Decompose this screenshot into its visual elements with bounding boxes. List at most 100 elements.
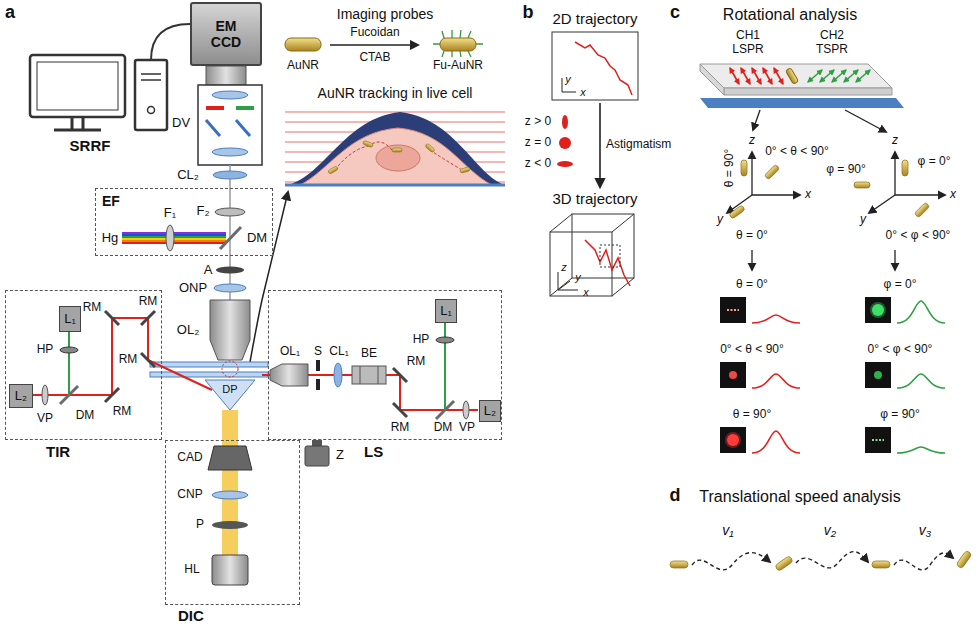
angle-label: φ = 90° [880, 408, 920, 422]
rotation-illustration [729, 205, 745, 219]
angle-label: 0° < φ < 90° [886, 229, 951, 243]
trajectory-plot [557, 161, 573, 167]
translation-illustration [894, 553, 953, 570]
part-label: HP [413, 333, 430, 347]
depth-label: z > 0 [525, 115, 551, 129]
rotation-illustration [894, 250, 895, 270]
speed-label: v₂ [824, 522, 836, 538]
trajectory-plot [572, 214, 634, 278]
dic-illumination [212, 555, 248, 585]
part-label: CNP [177, 488, 202, 502]
scattering-images [897, 447, 945, 453]
live-cell-illustration [300, 128, 492, 185]
axis-label: y [717, 213, 723, 227]
scattering-images [752, 374, 800, 388]
tir-beam-path [68, 331, 70, 395]
scattering-images [865, 297, 891, 323]
part-label: L₁ [440, 304, 452, 319]
scattering-images [725, 432, 741, 448]
dic-illumination [212, 521, 248, 529]
depth-label: z < 0 [525, 157, 551, 171]
panel-letter: d [670, 485, 681, 506]
axis-label: y [565, 73, 571, 86]
part-label: L₁ [64, 312, 76, 327]
panel-letter: a [5, 2, 15, 23]
axis-label: y [575, 271, 581, 284]
part-label: RM [113, 405, 132, 419]
laser-box: L₁ [59, 306, 81, 332]
part-label: CAD [177, 451, 202, 465]
part-label: L₂ [15, 389, 27, 404]
microscope-optics [212, 148, 248, 156]
microscope-optics [205, 380, 255, 410]
part-label: VP [37, 412, 53, 426]
scattering-images [865, 427, 891, 453]
angle-label: θ = 0° [736, 278, 768, 292]
light-sheet-beam-path [360, 366, 378, 384]
microscope-optics [222, 361, 238, 377]
tir-beam-path [105, 388, 119, 402]
laser-box: L₂ [9, 384, 33, 408]
rotation-illustration [785, 68, 798, 85]
translation-illustration [796, 552, 868, 568]
plot-panel: 2D trajectory [546, 10, 644, 102]
tir-beam-path [60, 347, 78, 353]
microscope-optics [198, 85, 262, 165]
scattering-images [872, 304, 884, 316]
light-sheet-beam-path [393, 368, 407, 382]
part-label: A [204, 263, 213, 278]
module-label: EF [102, 193, 120, 209]
rotation-illustration [832, 70, 846, 82]
panel-letter: c [670, 2, 680, 23]
rotation-illustration [774, 68, 783, 84]
dic-illumination [208, 446, 252, 470]
computer-icon [30, 55, 125, 117]
axis-label: x [580, 86, 586, 99]
part-label: RM [119, 353, 138, 367]
light-sheet-beam-path [312, 440, 322, 446]
part-label: DP [222, 383, 237, 396]
rotation-illustration [700, 64, 892, 88]
reagent-label: Fucoidan [350, 26, 399, 40]
rotation-illustration [729, 160, 930, 219]
rotation-illustration [753, 110, 760, 130]
axis-label: x [950, 188, 956, 202]
rotation-illustration [764, 164, 780, 180]
translation-illustration [956, 550, 972, 569]
part-label: ONP [179, 281, 207, 296]
part-label: CL₁ [329, 345, 348, 359]
angle-label: 0° < θ < 90° [765, 145, 829, 159]
probe-illustration [433, 30, 483, 57]
part-label: RM [139, 295, 158, 309]
light-sheet-beam-path [262, 322, 478, 466]
computer-icon [54, 117, 101, 130]
trajectory-plot [600, 245, 620, 267]
translation-illustration [692, 552, 953, 570]
edge-label: Astigmatism [606, 138, 671, 152]
part-label: DM [434, 421, 453, 435]
scattering-images [865, 362, 891, 388]
microscope-optics [220, 227, 241, 249]
plot-title: 3D trajectory [552, 190, 637, 207]
tir-beam-path [112, 318, 212, 395]
trajectory-plot [550, 32, 638, 296]
microscope-optics [206, 106, 224, 110]
part-label: F₁ [164, 206, 176, 221]
laser-box: L₂ [479, 400, 501, 422]
light-sheet-beam-path [270, 364, 308, 386]
scattering-images [872, 439, 884, 441]
rotation-illustration [763, 68, 772, 84]
dual-view-box: DV [198, 85, 262, 165]
computer-icon [135, 60, 167, 130]
reagent-label: CTAB [359, 51, 390, 65]
axis-label: z [561, 261, 567, 274]
part-label: DM [247, 231, 267, 246]
translation-illustration [670, 550, 972, 571]
scattering-images [720, 427, 746, 453]
microscope-optics [166, 225, 174, 251]
angle-label: θ = 90° [733, 408, 772, 422]
rotation-illustration [751, 250, 752, 270]
rotation-illustration [730, 68, 783, 84]
panel-heading: Translational speed analysis [699, 488, 900, 506]
translation-illustration [670, 550, 972, 571]
